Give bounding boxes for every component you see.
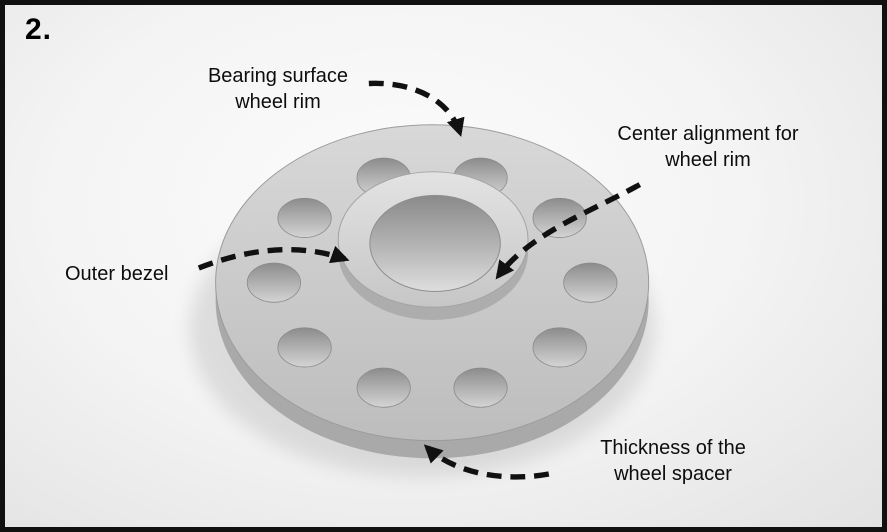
bolt-hole — [277, 197, 332, 238]
label-center-alignment: Center alignment for wheel rim — [617, 123, 799, 172]
center-bore — [369, 194, 501, 293]
bolt-hole — [532, 327, 587, 368]
wheel-spacer-illustration — [189, 80, 655, 480]
label-thickness: Thickness of the wheel spacer — [600, 437, 746, 486]
center-hub — [337, 171, 529, 320]
bolt-holes — [246, 157, 618, 408]
arrow-center-alignment — [495, 182, 642, 280]
bolt-hole — [246, 262, 302, 303]
pointer-arrows — [197, 80, 642, 480]
bolt-hole — [563, 262, 618, 303]
bolt-hole — [453, 367, 508, 408]
label-bearing-surface: Bearing surface wheel rim — [207, 65, 349, 114]
arrow-bearing-surface — [368, 80, 465, 137]
arrow-outer-bezel — [197, 245, 350, 271]
step-number: 2. — [25, 13, 53, 46]
bolt-hole — [532, 197, 587, 238]
bolt-hole — [356, 367, 411, 408]
bolt-hole — [277, 327, 332, 368]
label-outer-bezel: Outer bezel — [65, 263, 169, 285]
